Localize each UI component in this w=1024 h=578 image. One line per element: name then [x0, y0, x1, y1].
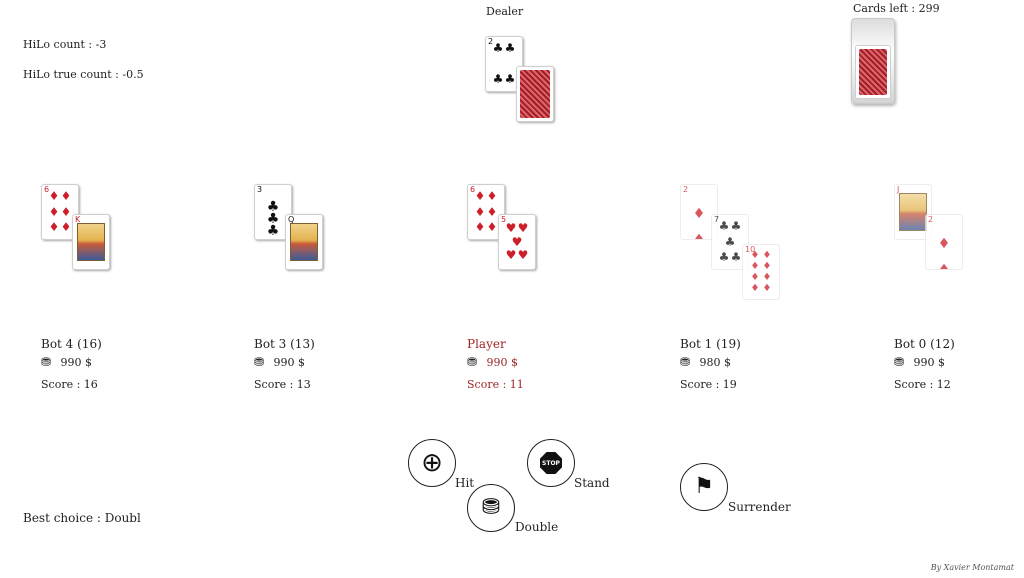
- player-card-2: 5 ♥♥♥♥♥: [498, 214, 536, 270]
- chips-icon: ⛃: [41, 355, 52, 369]
- dealer-card-1: 2 ♣♣♣♣: [485, 36, 523, 92]
- bot0-score: Score : 12: [894, 378, 951, 391]
- bot0-name: Bot 0 (12): [894, 337, 955, 351]
- bot3-card-2: Q: [285, 214, 323, 270]
- chips-icon: ⛃: [680, 355, 691, 369]
- bot1-name: Bot 1 (19): [680, 337, 741, 351]
- hit-label[interactable]: Hit: [455, 476, 475, 490]
- bot0-card-2: 2 ♦♦: [925, 214, 963, 270]
- cards-left: Cards left : 299: [853, 2, 940, 15]
- chip-stack-icon: ⛃: [481, 495, 501, 520]
- king-face-art: [77, 223, 105, 261]
- bot3-money: ⛃ 990 $: [254, 355, 305, 369]
- bot0-money: ⛃ 990 $: [894, 355, 945, 369]
- queen-face-art: [290, 223, 318, 261]
- stop-sign-icon: STOP: [540, 452, 562, 474]
- hilo-true-count: HiLo true count : -0.5: [23, 68, 144, 81]
- surrender-flag-icon: ⚑: [694, 474, 714, 499]
- stand-button[interactable]: STOP: [527, 439, 575, 487]
- hilo-count: HiLo count : -3: [23, 38, 107, 51]
- chips-icon: ⛃: [254, 355, 265, 369]
- author-credit: By Xavier Montamat: [930, 563, 1014, 572]
- best-choice: Best choice : Doubl: [23, 511, 141, 525]
- player-name: Player: [467, 337, 506, 351]
- bot1-card-3: 10 ♦♦♦♦♦♦♦♦: [742, 244, 780, 300]
- bot4-card-1: 6 ♦♦♦♦♦♦: [41, 184, 79, 240]
- player-score: Score : 11: [467, 378, 524, 391]
- plus-circle-icon: ⊕: [421, 448, 443, 478]
- double-label[interactable]: Double: [515, 520, 559, 534]
- bot3-score: Score : 13: [254, 378, 311, 391]
- double-button[interactable]: ⛃: [467, 484, 515, 532]
- card-shoe: [851, 18, 895, 104]
- bot4-name: Bot 4 (16): [41, 337, 102, 351]
- bot4-score: Score : 16: [41, 378, 98, 391]
- bot1-score: Score : 19: [680, 378, 737, 391]
- stand-label[interactable]: Stand: [574, 476, 610, 490]
- hit-button[interactable]: ⊕: [408, 439, 456, 487]
- card-back: [517, 67, 553, 121]
- bot3-name: Bot 3 (13): [254, 337, 315, 351]
- bot1-money: ⛃ 980 $: [680, 355, 731, 369]
- chips-icon: ⛃: [467, 355, 478, 369]
- surrender-label[interactable]: Surrender: [728, 500, 791, 514]
- surrender-button[interactable]: ⚑: [680, 463, 728, 511]
- bot4-money: ⛃ 990 $: [41, 355, 92, 369]
- jack-face-art: [899, 193, 927, 231]
- player-money: ⛃ 990 $: [467, 355, 518, 369]
- chips-icon: ⛃: [894, 355, 905, 369]
- dealer-label: Dealer: [486, 5, 524, 18]
- shoe-card-back: [855, 45, 891, 99]
- dealer-card-hidden: [516, 66, 554, 122]
- bot4-card-2: K: [72, 214, 110, 270]
